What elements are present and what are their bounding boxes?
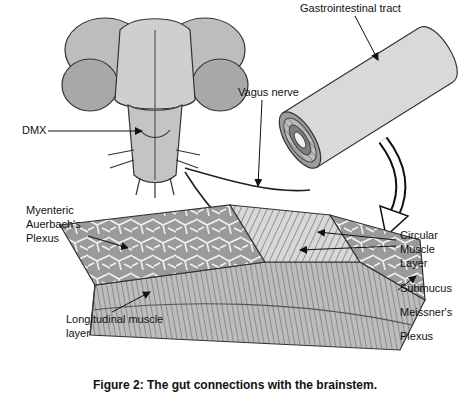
part-label: Myenteric Auerbach's Plexus [26,203,96,245]
part-label: Submucus Meissner's Plexus [400,276,462,348]
part-label: Longitudinal muscle layer [66,312,178,340]
gi-tube [271,20,465,174]
part-label: DMX [22,124,62,137]
gut-wall-layers [60,205,425,350]
part-label: Gastrointestinal tract [300,2,450,15]
figure-caption: Figure 2: The gut connections with the b… [0,378,470,392]
zoom-arrow [380,140,408,236]
brainstem [62,18,248,198]
leader-lines [48,16,416,312]
part-label: Circular Muscle Layer [400,228,460,270]
part-label: Vagus nerve [238,86,328,99]
